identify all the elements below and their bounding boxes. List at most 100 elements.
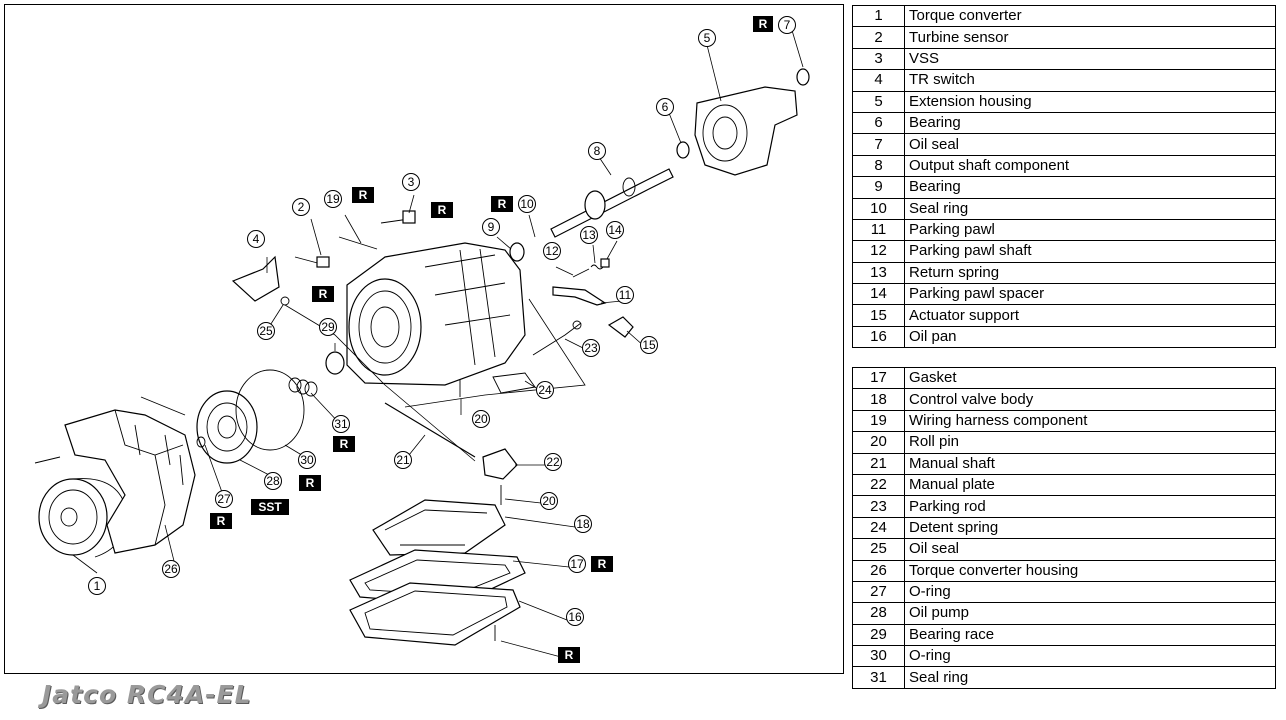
tag-r-turbine-sensor: R: [312, 286, 334, 302]
legend-part-number: 14: [852, 283, 905, 306]
tag-label: R: [498, 197, 507, 211]
legend-part-number: 24: [852, 516, 905, 540]
callout-15: 15: [640, 336, 658, 354]
callout-20a: 20: [472, 410, 490, 428]
callout-29: 29: [319, 318, 337, 336]
callout-number: 19: [326, 192, 340, 206]
callout-19: 19: [324, 190, 342, 208]
legend-part-name: Parking pawl shaft: [904, 240, 1276, 263]
legend-part-number: 22: [852, 473, 905, 497]
callout-20b: 20: [540, 492, 558, 510]
legend-part-name: Seal ring: [904, 666, 1276, 689]
callout-number: 28: [266, 474, 280, 488]
legend-part-number: 16: [852, 325, 905, 349]
callout-10: 10: [518, 195, 536, 213]
tag-r-o-ring-27: R: [210, 513, 232, 529]
callout-5: 5: [698, 29, 716, 47]
callout-13: 13: [580, 226, 598, 244]
legend-part-name: Output shaft component: [904, 154, 1276, 178]
legend-part-number: 15: [852, 304, 905, 327]
callout-3: 3: [402, 173, 420, 191]
legend-part-number: 1: [852, 4, 905, 28]
callout-number: 20: [474, 412, 488, 426]
legend-part-name: Oil seal: [904, 133, 1276, 156]
legend-part-name: Manual plate: [904, 473, 1276, 497]
callout-14: 14: [606, 221, 624, 239]
callout-21: 21: [394, 451, 412, 469]
tag-label: R: [759, 17, 768, 31]
callout-number: 7: [784, 18, 791, 32]
callout-number: 30: [300, 453, 314, 467]
tag-label: R: [565, 648, 574, 662]
callout-18: 18: [574, 515, 592, 533]
callout-27: 27: [215, 490, 233, 508]
callout-number: 12: [545, 244, 559, 258]
footer-title: Jatco RC4A-EL: [42, 680, 252, 709]
legend-part-number: 20: [852, 431, 905, 454]
callout-12: 12: [543, 242, 561, 260]
output-shaft-drawing: [509, 168, 674, 262]
tag-r-seal-ring-31: R: [333, 436, 355, 452]
tag-r-o-ring-30: R: [299, 475, 321, 491]
legend-part-number: 29: [852, 623, 905, 647]
tag-r-seal-ring-10: R: [491, 196, 513, 212]
legend-part-name: Bearing race: [904, 623, 1276, 647]
callout-number: 8: [594, 144, 601, 158]
callout-number: 14: [608, 223, 622, 237]
callout-number: 23: [584, 341, 598, 355]
callout-16: 16: [566, 608, 584, 626]
callout-number: 9: [488, 220, 495, 234]
legend-part-name: Oil seal: [904, 538, 1276, 561]
legend-part-name: Actuator support: [904, 304, 1276, 327]
callout-9: 9: [482, 218, 500, 236]
callout-number: 27: [217, 492, 231, 506]
legend-part-name: Turbine sensor: [904, 26, 1276, 49]
tag-r-vss: R: [431, 202, 453, 218]
legend-part-number: 25: [852, 538, 905, 561]
legend-part-name: Manual shaft: [904, 452, 1276, 475]
legend-part-name: VSS: [904, 47, 1276, 71]
legend-part-name: O-ring: [904, 580, 1276, 604]
tag-r-oil-pan-bolt: R: [558, 647, 580, 663]
legend-part-name: Bearing: [904, 176, 1276, 199]
callout-4: 4: [247, 230, 265, 248]
callout-number: 21: [396, 453, 410, 467]
callout-number: 4: [253, 232, 260, 246]
legend-part-name: Bearing: [904, 111, 1276, 135]
callout-28: 28: [264, 472, 282, 490]
legend-part-name: Extension housing: [904, 90, 1276, 113]
legend-part-name: Oil pan: [904, 325, 1276, 349]
converter-housing-drawing: [34, 396, 196, 554]
legend-part-number: 21: [852, 452, 905, 475]
tag-sst: SST: [251, 499, 289, 515]
legend-part-number: 31: [852, 666, 905, 689]
callout-23: 23: [582, 339, 600, 357]
callout-number: 16: [568, 610, 582, 624]
legend-part-number: 6: [852, 111, 905, 135]
legend-part-name: Gasket: [904, 366, 1276, 390]
tag-label: R: [217, 514, 226, 528]
legend-part-name: Torque converter housing: [904, 559, 1276, 582]
transmission-case-drawing: [346, 242, 526, 397]
exploded-view-diagram: 1 2 3 4 5 6 7 8 9 10 11 12 13 14 15 16 1…: [4, 4, 844, 674]
diagram-drawing: 1 2 3 4 5 6 7 8 9 10 11 12 13 14 15 16 1…: [34, 16, 810, 663]
tag-label: R: [438, 203, 447, 217]
callout-number: 3: [408, 175, 415, 189]
